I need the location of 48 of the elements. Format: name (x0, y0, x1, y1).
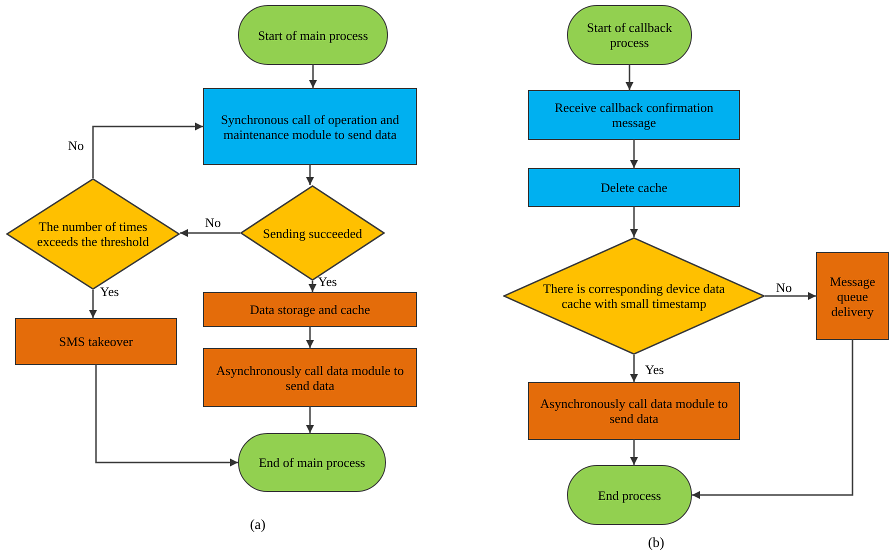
arrow (630, 440, 638, 465)
node-text: Data storage and cache (250, 302, 370, 317)
arrow (306, 407, 314, 433)
process-box (15, 318, 177, 365)
node-text: Synchronous call of operation and maintenance module to send data (220, 112, 400, 142)
node-text: End process (598, 488, 662, 502)
arrow (765, 292, 816, 300)
node-text: Receive callback confirmation message (554, 100, 714, 130)
arrow (630, 355, 638, 382)
edge-label: No (776, 280, 792, 295)
edge-label: No (68, 138, 84, 153)
figure-label: (a) (250, 518, 266, 534)
process-box (528, 168, 740, 207)
arrow (692, 340, 854, 499)
node-text: SMS takeover (58, 334, 134, 349)
process-box (203, 292, 417, 327)
arrow (308, 281, 316, 292)
node-text: There is corresponding device data cache with small timestamp (542, 281, 726, 311)
arrow (630, 207, 638, 237)
arrow (180, 229, 240, 237)
arrow (626, 65, 634, 90)
process-box (528, 382, 740, 440)
process-box (203, 88, 417, 165)
edge-label: No (205, 215, 221, 230)
edge-label: Yes (645, 362, 664, 377)
node-text: Sending succeeded (262, 226, 362, 240)
process-box (203, 348, 417, 407)
arrow (309, 65, 317, 88)
arrow (92, 122, 203, 178)
node-text: Asynchronously call data module to send data (215, 362, 405, 392)
node-text: Asynchronously call data module to send data (539, 396, 729, 426)
node-text: End of main process (258, 455, 366, 470)
edge-label: Yes (100, 284, 119, 299)
node-text: The number of times exceeds the threshold (36, 219, 150, 249)
arrow (306, 165, 314, 185)
node-text: Start of main process (258, 28, 368, 42)
figure-label: (b) (648, 536, 664, 552)
process-box (816, 252, 889, 340)
node-text: Message queue delivery (828, 274, 876, 318)
process-box (528, 90, 740, 140)
edge-label: Yes (318, 274, 337, 289)
node-text: Start of callback process (586, 20, 674, 50)
decision-diamond (503, 237, 765, 355)
arrow (630, 140, 638, 168)
node-text: Delete cache (600, 180, 668, 195)
arrow (89, 290, 97, 318)
arrow (306, 327, 314, 348)
arrow (95, 365, 238, 466)
